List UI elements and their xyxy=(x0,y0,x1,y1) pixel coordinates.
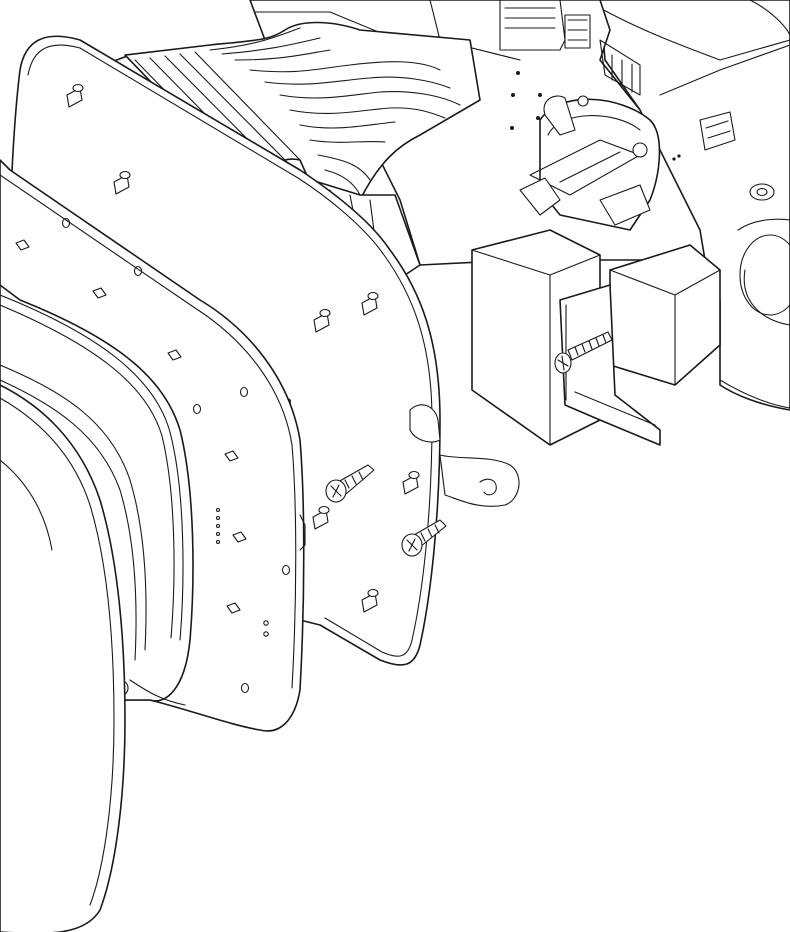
standoff-pin xyxy=(402,470,420,495)
front-face-shell xyxy=(0,384,126,932)
standoff-pin xyxy=(312,505,330,530)
self-tapping-screw-left xyxy=(325,464,375,503)
power-supply-block xyxy=(471,229,721,446)
standoff-pin xyxy=(66,83,84,108)
standoff-pin xyxy=(361,291,379,316)
self-tapping-screw-center xyxy=(401,519,447,557)
standoff-pin xyxy=(313,308,331,333)
fan-bracket xyxy=(519,95,661,231)
standoff-pins xyxy=(66,83,420,613)
self-tapping-screw-right xyxy=(554,331,613,374)
standoff-pin xyxy=(361,588,379,613)
standoff-pin xyxy=(113,170,131,195)
